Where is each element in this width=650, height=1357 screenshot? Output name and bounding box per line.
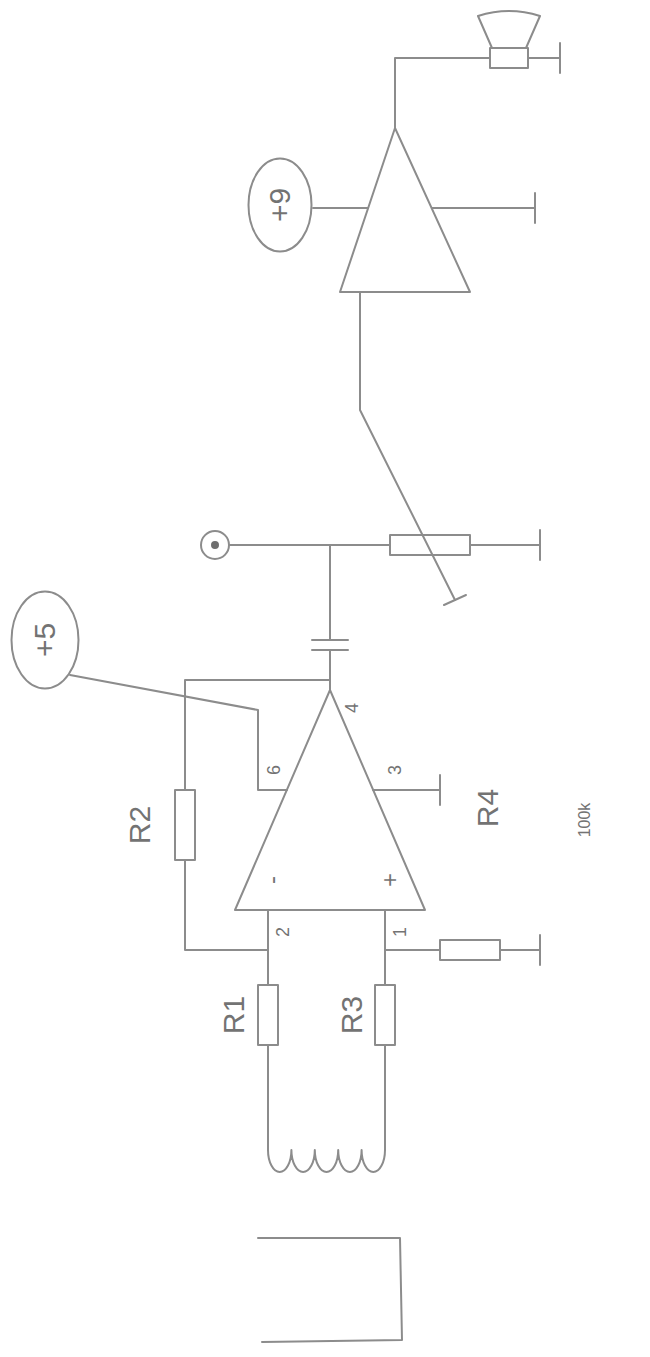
- input-wire: [267, 1045, 269, 1150]
- ground-wire: [470, 544, 540, 546]
- resistor-symbol: [440, 940, 500, 960]
- part-name: R4: [473, 789, 503, 827]
- supply-ellipse: [249, 159, 312, 252]
- part-name: R1: [219, 996, 249, 1034]
- input-sign: -: [260, 876, 284, 884]
- pin-number: 2: [274, 927, 292, 937]
- jack-contact: [212, 542, 218, 548]
- pin-number: 1: [391, 927, 409, 937]
- supply-terminal: +5: [10, 590, 80, 690]
- input-wire: [267, 910, 269, 985]
- jack-symbol: [201, 531, 229, 559]
- ground-wire: [373, 789, 440, 791]
- bias-wire: [385, 949, 440, 951]
- ground-symbol: [559, 43, 561, 73]
- signal-wire: [330, 544, 390, 546]
- supply-wire: [70, 675, 287, 790]
- signal-wire: [329, 650, 331, 680]
- supply-voltage: +5: [30, 623, 60, 657]
- resistor-symbol: [258, 985, 278, 1045]
- resistor-symbol: [375, 985, 395, 1045]
- pin-number: 3: [386, 765, 404, 775]
- pin-number: 4: [343, 703, 361, 713]
- input-wire: [384, 1045, 386, 1150]
- ground-symbol: [534, 193, 536, 223]
- feedback-wire: [185, 860, 268, 950]
- part-name: R3: [337, 996, 367, 1034]
- supply-voltage: +9: [265, 188, 295, 222]
- ground-wire: [432, 207, 535, 209]
- amplifier-symbol: [340, 128, 470, 292]
- input-wire: [384, 910, 386, 985]
- output-wire: [395, 58, 490, 128]
- supply-terminal: +9: [247, 157, 313, 253]
- speaker-cone: [478, 11, 540, 48]
- wiper-end: [444, 595, 466, 605]
- pickup-core: [258, 1238, 402, 1342]
- part-name: R2: [125, 806, 155, 844]
- part-value: 100k: [577, 803, 593, 838]
- op-amp-symbol: [235, 690, 425, 910]
- coil-symbol: [268, 1150, 385, 1172]
- bias-wire: [500, 949, 540, 951]
- signal-wire: [329, 545, 331, 640]
- input-sign: +: [378, 873, 402, 887]
- signal-wire: [229, 544, 330, 546]
- supply-ellipse: [12, 592, 79, 689]
- ground-symbol: [539, 530, 541, 560]
- wiper-wire: [360, 292, 455, 600]
- supply-wire: [313, 207, 368, 209]
- ground-symbol: [539, 935, 541, 965]
- ground-symbol: [439, 775, 441, 805]
- capacitor-symbol: [312, 649, 348, 651]
- pin-number: 6: [265, 765, 283, 775]
- speaker-symbol: [490, 48, 528, 68]
- ground-wire: [528, 57, 560, 59]
- resistor-symbol: [175, 790, 195, 860]
